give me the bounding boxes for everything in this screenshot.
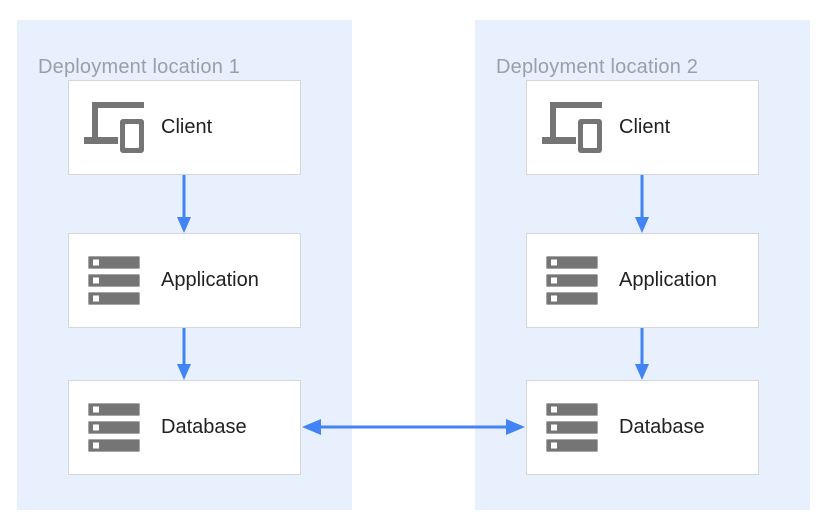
arrow-application-to-database-1 xyxy=(176,328,192,380)
node-label: Database xyxy=(161,416,247,438)
server-stack-icon xyxy=(542,403,602,452)
application-node-1: Application xyxy=(68,233,301,328)
application-node-2: Application xyxy=(526,233,759,328)
client-devices-icon xyxy=(84,101,144,154)
server-stack-icon xyxy=(84,403,144,452)
arrow-bidirectional-database-to-database xyxy=(302,419,525,435)
deployment-location-2-panel: Deployment location 2 Client Application… xyxy=(475,20,810,510)
node-label: Client xyxy=(161,116,213,138)
node-label: Client xyxy=(619,116,671,138)
panel-title: Deployment location 1 xyxy=(38,56,241,78)
client-node-2: Client xyxy=(526,80,759,175)
client-node-1: Client xyxy=(68,80,301,175)
database-node-2: Database xyxy=(526,380,759,475)
node-label: Database xyxy=(619,416,705,438)
server-stack-icon xyxy=(542,256,602,305)
arrow-application-to-database-2 xyxy=(634,328,650,380)
deployment-location-1-panel: Deployment location 1 Client Application… xyxy=(17,20,352,510)
server-stack-icon xyxy=(84,256,144,305)
arrow-client-to-application-1 xyxy=(176,175,192,233)
node-label: Application xyxy=(161,269,259,291)
arrow-client-to-application-2 xyxy=(634,175,650,233)
node-label: Application xyxy=(619,269,717,291)
panel-title: Deployment location 2 xyxy=(496,56,699,78)
client-devices-icon xyxy=(542,101,602,154)
database-node-1: Database xyxy=(68,380,301,475)
